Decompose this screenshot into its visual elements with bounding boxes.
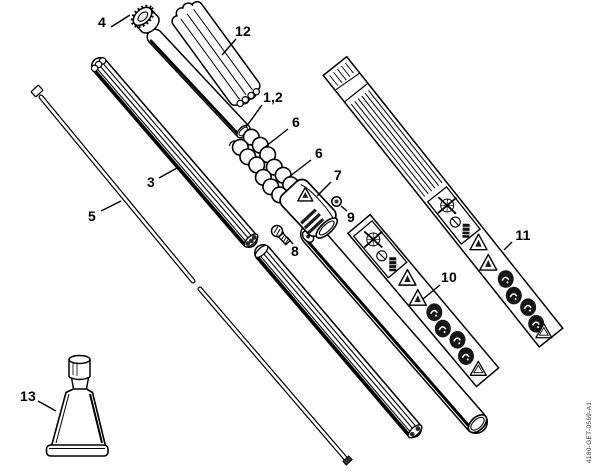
callout-part-5: 5: [88, 208, 96, 224]
callout-part-6a: 6: [292, 114, 300, 130]
callout-part-12: 12: [235, 23, 251, 39]
callout-part-13: 13: [20, 388, 36, 404]
callout-part-6b: 6: [315, 145, 323, 161]
part-3-fluted-tube-upper: [90, 56, 259, 248]
doc-number: 4180-GET-0569-A1: [586, 402, 593, 463]
callout-part-9: 9: [347, 209, 355, 225]
part-13-grease-tube: [45, 354, 109, 457]
part-9-nut: [331, 196, 342, 207]
part-3-fluted-tube-lower: [254, 244, 423, 439]
callout-part-4: 4: [98, 14, 106, 30]
callout-part-11: 11: [515, 227, 531, 243]
callout-part-8: 8: [291, 243, 299, 259]
part-8-screw: [270, 224, 291, 246]
part-11-label-strip: [322, 55, 564, 348]
callout-part-7: 7: [334, 167, 342, 183]
leader-lines: [37, 14, 513, 412]
part-1-2-drive-tube: [146, 28, 251, 147]
part-6-clamp-a: [231, 128, 277, 174]
callout-part-3: 3: [147, 174, 155, 190]
part-10-label-strip: [346, 213, 500, 388]
part-7-coupling: [279, 178, 339, 243]
part-5-drive-shaft: [30, 84, 353, 466]
callout-part-10: 10: [441, 269, 457, 285]
main-drive-tube-lower: [300, 222, 488, 434]
callout-part-1-2: 1,2: [262, 89, 284, 105]
part-4-cap: [130, 4, 160, 34]
part-6-clamp-b: [254, 158, 300, 204]
part-12-grip-sleeve: [171, 0, 261, 108]
